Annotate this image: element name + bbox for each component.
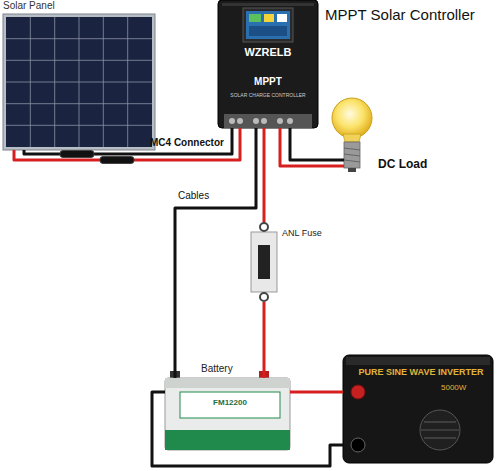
- fuse-label: ANL Fuse: [282, 228, 322, 239]
- wire-connector: [14, 128, 240, 160]
- battery-model: FM12200: [180, 398, 280, 408]
- mc4-plug: [100, 157, 134, 164]
- solar-panel: Solar Panel: [3, 0, 155, 150]
- mc4-plug: [60, 151, 94, 158]
- wire-connector: [280, 128, 330, 166]
- bulb-art: [330, 98, 372, 172]
- inverter-art: [343, 355, 493, 463]
- wire: [24, 128, 232, 154]
- load-label: DC Load: [378, 157, 427, 171]
- brand-name: WZRELB: [218, 46, 318, 59]
- panel-heading: Solar Panel: [3, 0, 55, 12]
- wire: [263, 128, 266, 222]
- wire: [175, 128, 256, 378]
- wire: [263, 302, 266, 378]
- wire: [290, 128, 330, 160]
- solar-panel-art: [3, 14, 155, 150]
- cables-label: Cables: [178, 190, 209, 202]
- fuse-art: [251, 223, 277, 301]
- inverter-title: PURE SINE WAVE INVERTER: [357, 367, 485, 378]
- controller-heading: MPPT Solar Controller: [325, 6, 475, 24]
- dc-load: DC Load: [330, 95, 374, 175]
- wire-connector: [152, 392, 343, 466]
- wire-connector: [175, 128, 256, 378]
- wire-connector: [264, 128, 265, 222]
- inverter-power: 5000W: [441, 383, 466, 393]
- anl-fuse: ANL Fuse: [250, 222, 278, 302]
- battery-heading: Battery: [201, 363, 233, 375]
- battery-art: [165, 371, 290, 450]
- inverter: PURE SINE WAVE INVERTER 5000W: [343, 355, 493, 463]
- charge-controller: MPPT Solar ControllerWZRELBMPPTSOLAR CHA…: [218, 0, 318, 128]
- wire: [152, 392, 343, 466]
- battery: BatteryFM12200: [165, 378, 290, 450]
- wire: [280, 128, 330, 166]
- model-text: MPPT: [218, 76, 318, 88]
- controller-art: [218, 0, 318, 128]
- wire: [290, 391, 343, 394]
- connector-label: MC4 Connector: [150, 137, 224, 149]
- wire-connector: [264, 302, 265, 378]
- controller-subtitle: SOLAR CHARGE CONTROLLER: [218, 92, 318, 98]
- wire: [14, 128, 240, 160]
